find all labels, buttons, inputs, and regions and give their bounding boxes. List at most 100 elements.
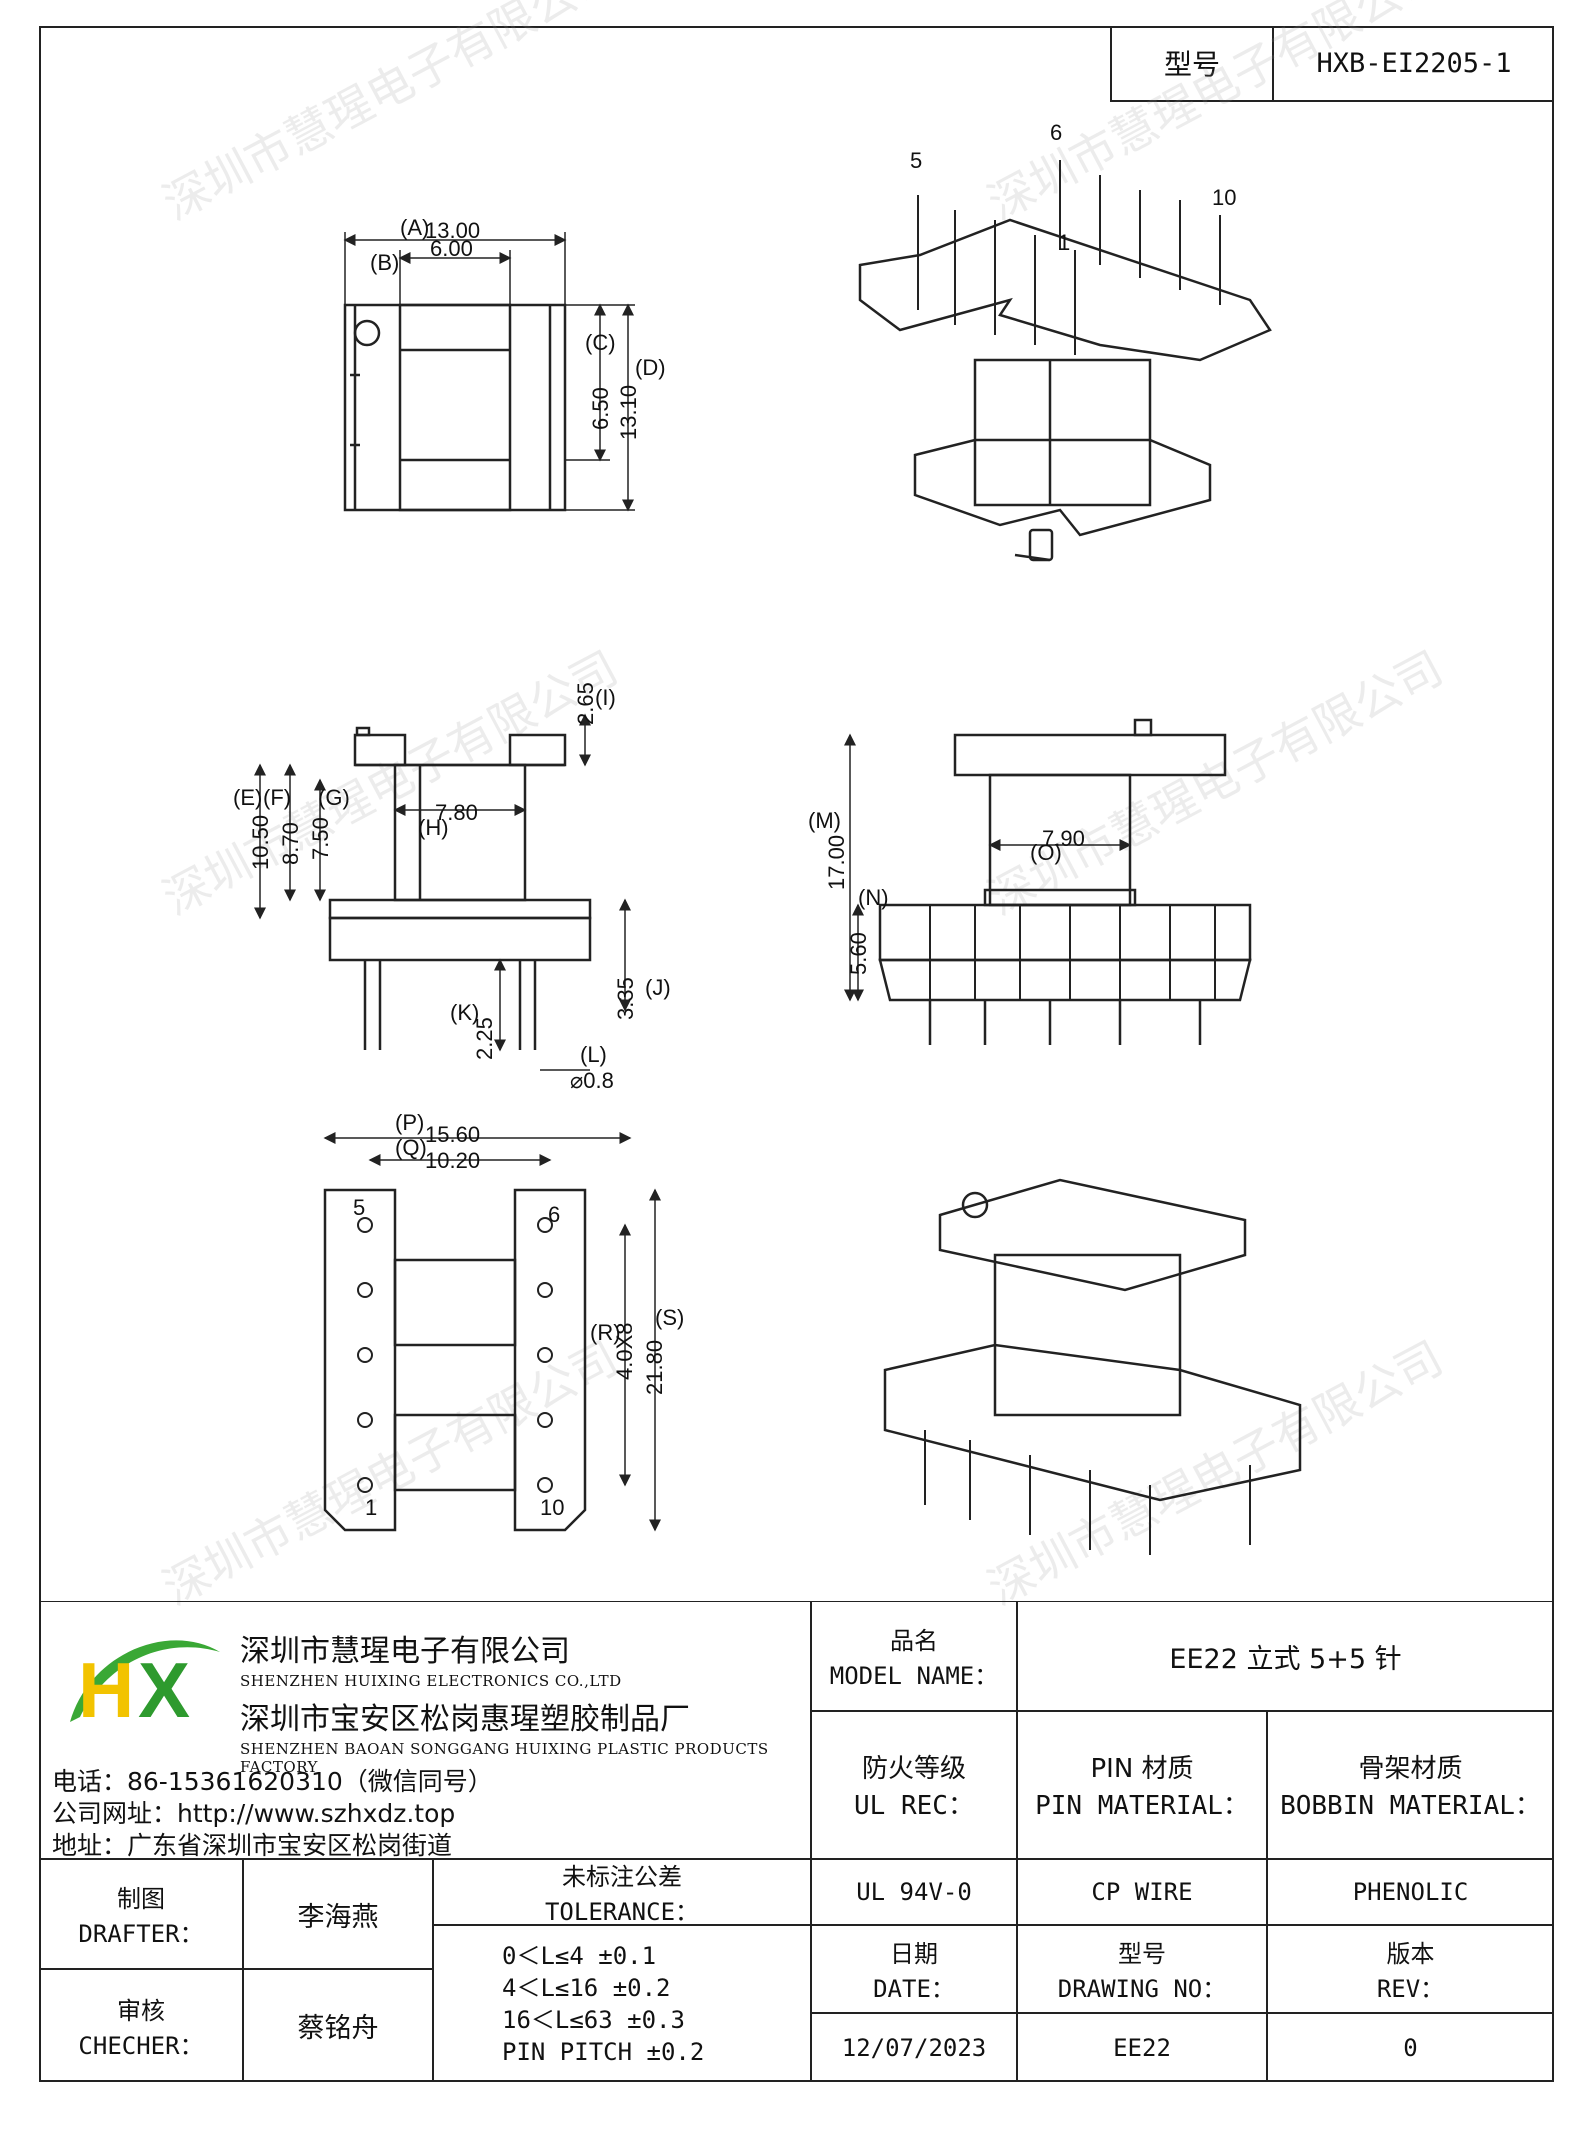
date-en: DATE： xyxy=(873,1975,955,2003)
dim-r-label: (R) xyxy=(590,1320,621,1345)
dim-c-value: 6.50 xyxy=(588,387,613,430)
dim-r-value: 4.0X8 xyxy=(612,1323,637,1381)
factory-name-en: SHENZHEN BAOAN SONGGANG HUIXING PLASTIC … xyxy=(240,1740,769,1776)
pin-material-val: CP WIRE xyxy=(1091,1878,1193,1906)
rev-en: REV： xyxy=(1376,1975,1445,2003)
company-name-en: SHENZHEN HUIXING ELECTRONICS CO.,LTD xyxy=(240,1672,622,1690)
pin-material-header: PIN 材质 PIN MATERIAL： xyxy=(1017,1711,1267,1859)
pin-label-10: 10 xyxy=(540,1495,564,1520)
tolerance-header: 未标注公差 TOLERANCE： xyxy=(433,1859,811,1926)
iso-pin-label-10: 10 xyxy=(1212,185,1236,210)
model-name-value: EE22 立式 5+5 针 xyxy=(1017,1601,1554,1711)
ul-rec-header: 防火等级 UL REC： xyxy=(811,1711,1017,1859)
dim-b-value: 6.00 xyxy=(430,236,473,261)
dim-h-label: (H) xyxy=(418,815,449,840)
bobbin-material-header: 骨架材质 BOBBIN MATERIAL： xyxy=(1267,1711,1554,1859)
ul-rec-en: UL REC： xyxy=(854,1791,974,1821)
iso-pin-label-6: 6 xyxy=(1050,120,1062,145)
dim-p-value: 15.60 xyxy=(425,1122,480,1147)
dim-i-value: 2.65 xyxy=(573,682,598,725)
model-name-cn: 品名 xyxy=(890,1627,938,1655)
core-window xyxy=(398,303,512,512)
dim-e-value: 10.50 xyxy=(248,815,273,870)
ul-rec-cn: 防火等级 xyxy=(861,1754,966,1784)
dim-g-value: 7.50 xyxy=(308,817,333,860)
pin-label-6: 6 xyxy=(548,1202,560,1227)
pin1-marker xyxy=(353,319,381,347)
rev-header: 版本 REV： xyxy=(1267,1925,1554,2013)
bobbin-material-cn: 骨架材质 xyxy=(1358,1754,1463,1784)
dim-k-value: 2.25 xyxy=(472,1017,497,1060)
pin-material-cn: PIN 材质 xyxy=(1090,1754,1194,1784)
tolerance-line: PIN PITCH ±0.2 xyxy=(502,2037,705,2066)
title-table: H X 深圳市慧瑆电子有限公司 SHENZHEN HUIXING ELECTRO… xyxy=(39,1601,1554,2082)
rev-value: 0 xyxy=(1267,2013,1554,2082)
side-view xyxy=(328,726,592,1050)
drawing-no-value: EE22 xyxy=(1017,2013,1267,2082)
rev-val: 0 xyxy=(1403,2033,1418,2062)
pin-label-5: 5 xyxy=(353,1195,365,1220)
dim-s-label: (S) xyxy=(655,1305,684,1330)
company-name-cn: 深圳市慧瑆电子有限公司 xyxy=(240,1634,570,1669)
front-view xyxy=(878,718,1252,1045)
company-block: H X 深圳市慧瑆电子有限公司 SHENZHEN HUIXING ELECTRO… xyxy=(39,1601,811,1860)
date-value: 12/07/2023 xyxy=(811,2013,1017,2082)
checker-cn: 审核 xyxy=(117,1996,165,2025)
dim-o-label: (O) xyxy=(1030,840,1062,865)
tolerance-line: 0＜L≤4 ±0.1 xyxy=(502,1941,657,1970)
ul-rec-value: UL 94V-0 xyxy=(811,1859,1017,1925)
iso-pin-label-1: 1 xyxy=(1058,230,1070,255)
ul-rec-val: UL 94V-0 xyxy=(856,1878,972,1906)
company-logo: H X xyxy=(70,1640,220,1734)
dim-l-label: (L) xyxy=(580,1042,607,1067)
tolerance-line: 4＜L≤16 ±0.2 xyxy=(502,1973,671,2002)
dim-j-value: 3.35 xyxy=(613,977,638,1020)
dim-p-label: (P) xyxy=(395,1110,424,1135)
dim-m-label: (M) xyxy=(808,808,841,833)
dim-c-label: (C) xyxy=(585,330,616,355)
drafter-value: 李海燕 xyxy=(243,1859,433,1969)
drafter-cn: 制图 xyxy=(117,1885,165,1913)
dim-k-label: (K) xyxy=(450,1000,479,1025)
drawing-no-val: EE22 xyxy=(1113,2033,1171,2062)
dim-f-label: (F) xyxy=(263,785,291,810)
bobbin-material-en: BOBBIN MATERIAL： xyxy=(1280,1791,1541,1821)
drafter-en: DRAFTER： xyxy=(78,1920,204,1948)
dim-o-value: 7.90 xyxy=(1042,826,1085,851)
isometric-view-bottom xyxy=(883,1178,1302,1555)
dim-h-value: 7.80 xyxy=(435,800,478,825)
dim-f-value: 8.70 xyxy=(278,822,303,865)
factory-name-cn: 深圳市宝安区松岗惠瑆塑胶制品厂 xyxy=(240,1702,690,1737)
technical-drawing: (A) 13.00 (B) 6.00 (C) 6.50 (D) 13.10 (E… xyxy=(233,120,1302,1555)
tolerance-list: 0＜L≤4 ±0.1 4＜L≤16 ±0.2 16＜L≤63 ±0.3 PIN … xyxy=(433,1925,811,2082)
checker-value: 蔡铭舟 xyxy=(243,1969,433,2082)
dim-m-value: 17.00 xyxy=(824,835,849,890)
title-label: 型号 xyxy=(1112,26,1274,100)
dim-g-label: (G) xyxy=(318,785,350,810)
rev-cn: 版本 xyxy=(1386,1940,1435,1968)
checker-header: 审核 CHECHER： xyxy=(39,1969,243,2082)
part-number: HXB-EI2205-1 xyxy=(1316,47,1512,79)
bobbin-material-value: PHENOLIC xyxy=(1267,1859,1554,1925)
company-address: 地址：广东省深圳市宝安区松岗街道 xyxy=(52,1831,453,1860)
bobbin-material-val: PHENOLIC xyxy=(1352,1878,1469,1906)
logo-letter-h: H xyxy=(78,1646,134,1734)
dim-n-label: (N) xyxy=(858,885,889,910)
checker-en: CHECHER： xyxy=(78,2031,204,2060)
company-phone: 电话：86-15361620310（微信同号） xyxy=(52,1767,493,1796)
iso-pin-label-5: 5 xyxy=(910,148,922,173)
company-website: 公司网址：http://www.szhxdz.top xyxy=(52,1799,456,1828)
date-cn: 日期 xyxy=(890,1940,938,1968)
drawing-no-en: DRAWING NO： xyxy=(1057,1975,1227,2003)
pin-label-1: 1 xyxy=(365,1495,377,1520)
tolerance-en: TOLERANCE： xyxy=(544,1898,700,1926)
dim-i-label: (I) xyxy=(595,685,616,710)
dim-a-label: (A) xyxy=(400,215,429,240)
pin-material-value: CP WIRE xyxy=(1017,1859,1267,1925)
bottom-view xyxy=(323,1188,587,1532)
dim-n-value: 5.60 xyxy=(846,932,871,975)
dim-d-label: (D) xyxy=(635,355,666,380)
isometric-view-top xyxy=(858,160,1272,562)
model-name-header: 品名 MODEL NAME： xyxy=(811,1601,1017,1711)
tolerance-cn: 未标注公差 xyxy=(562,1863,682,1891)
